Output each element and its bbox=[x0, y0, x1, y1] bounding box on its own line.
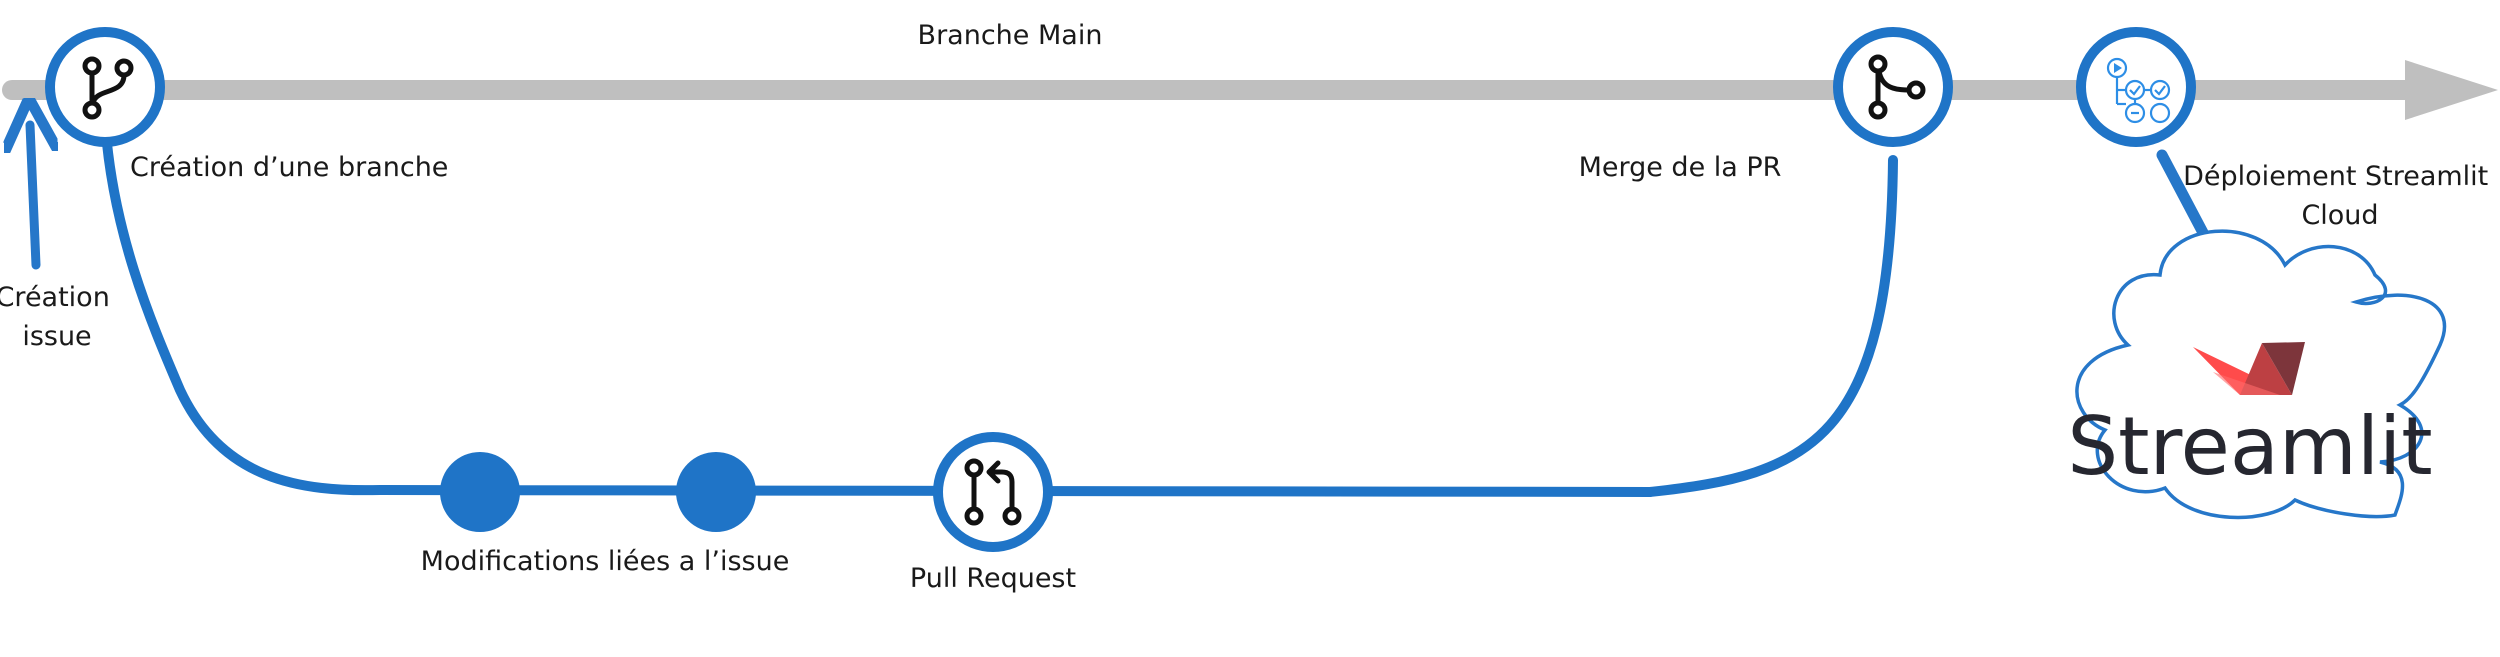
branch-creation-node bbox=[45, 27, 165, 147]
feature-branch-path bbox=[100, 115, 1898, 498]
merge-label: Merge de la PR bbox=[1579, 152, 1782, 183]
issue-creation-label: Création issue bbox=[0, 282, 118, 352]
git-merge-icon bbox=[1868, 54, 1926, 120]
issue-creation-arrow bbox=[30, 125, 36, 270]
pull-request-label: Pull Request bbox=[910, 563, 1076, 594]
git-branch-icon bbox=[82, 56, 134, 120]
streamlit-crown-logo bbox=[2193, 342, 2305, 395]
workflow-pipeline-icon bbox=[2106, 57, 2171, 124]
modification-commit-2 bbox=[676, 452, 756, 532]
main-branch-label: Branche Main bbox=[918, 20, 1103, 51]
modifications-label: Modifications liées a l’issue bbox=[421, 546, 790, 577]
merge-node bbox=[1833, 27, 1953, 147]
pull-request-node bbox=[933, 432, 1053, 552]
modification-commit-1 bbox=[440, 452, 520, 532]
branch-creation-label: Création d’une branche bbox=[130, 152, 448, 183]
streamlit-wordmark: Streamlit bbox=[2067, 400, 2432, 493]
git-pull-request-icon bbox=[964, 458, 1022, 526]
main-branch-arrow bbox=[2, 60, 2498, 120]
streamlit-cloud: Streamlit bbox=[2067, 229, 2447, 520]
deployment-node bbox=[2076, 27, 2196, 147]
deployment-label: Déploiement Streamlit Cloud bbox=[2183, 161, 2497, 231]
